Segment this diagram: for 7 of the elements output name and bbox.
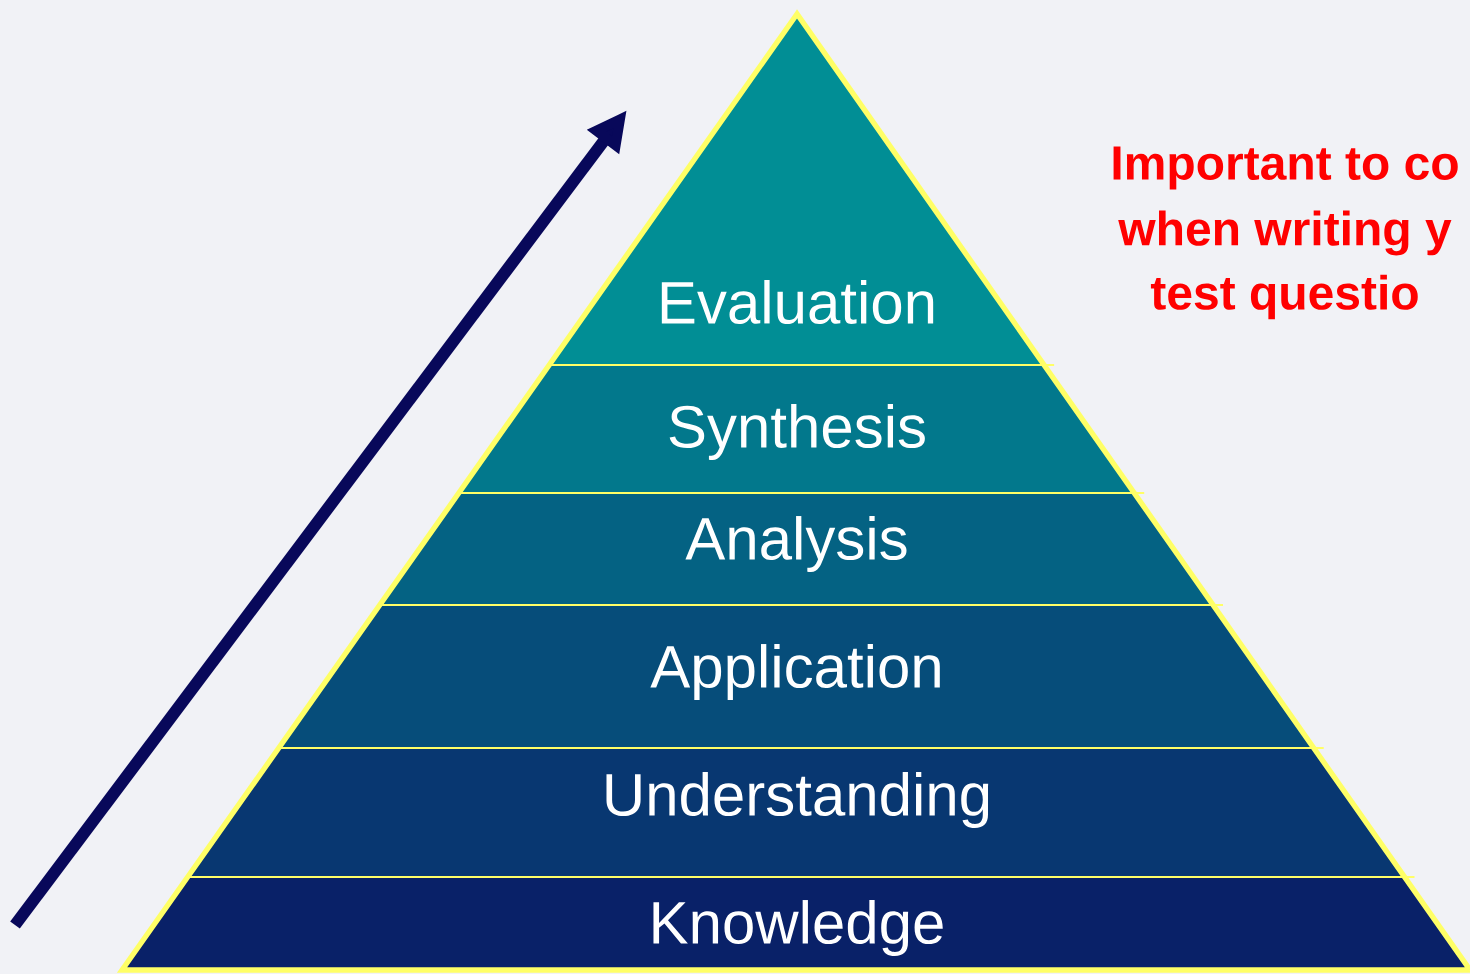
pyramid-level: Evaluation (549, 14, 1045, 365)
note-text: test questio (1150, 274, 1418, 320)
pyramid-level: Knowledge (122, 876, 1470, 970)
pyramid-level: Synthesis (458, 364, 1135, 493)
note-text: when writing y (1118, 210, 1452, 256)
pyramid-level: Understanding (187, 747, 1405, 877)
note-text: Important to co (1113, 146, 1458, 190)
